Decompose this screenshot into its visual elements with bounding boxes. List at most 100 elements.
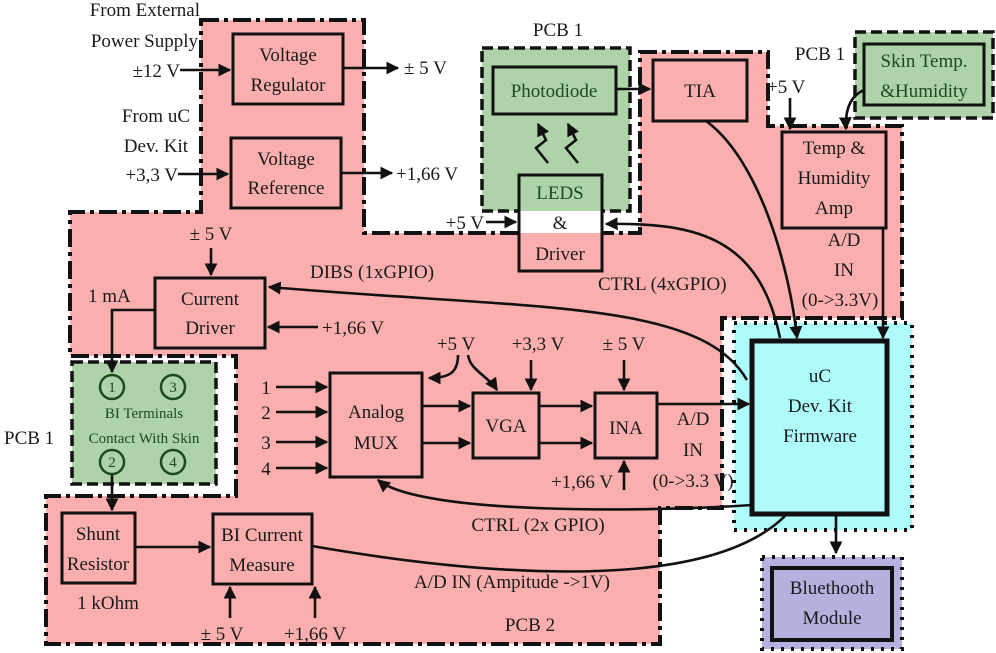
wire-tia-to-uc xyxy=(705,119,803,340)
mux-input-2-label: 2 xyxy=(261,403,271,424)
vga-label: VGA xyxy=(485,416,526,437)
ext-supply-label-1: From External xyxy=(90,0,200,21)
current-driver-block xyxy=(153,276,267,350)
pcb1-skin-label: PCB 1 xyxy=(795,44,845,65)
bi-current-measure-block xyxy=(211,512,314,586)
vga-supply-label: +3,3 V xyxy=(512,334,565,355)
voltage-regulator-block xyxy=(231,32,345,106)
bi-terminals-line1: BI Terminals xyxy=(105,406,183,422)
light-ray-1 xyxy=(534,122,550,164)
wire-ctrl4-to-leds xyxy=(604,217,782,339)
wires xyxy=(105,61,890,618)
ext-supply-label-2: Power Supply xyxy=(91,31,199,52)
mux-input-4-label: 4 xyxy=(261,459,271,480)
skin-sensor-line1: Skin Temp. xyxy=(881,51,968,72)
wire-vga-supply-5v xyxy=(466,354,499,392)
terminal-1-circle xyxy=(98,373,126,401)
current-driver-line1: Current xyxy=(181,289,240,310)
terminal-3-circle xyxy=(159,373,187,401)
bluetooth-block xyxy=(770,566,894,642)
temp-amp-line1: Temp & xyxy=(803,138,866,159)
ina-label: INA xyxy=(609,418,643,439)
leds-supply-label: +5 V xyxy=(446,213,485,234)
wire-dibs-to-driver xyxy=(267,281,749,381)
pcb2-label: PCB 2 xyxy=(505,615,555,636)
bi-supply-label: ± 5 V xyxy=(201,624,244,645)
ctrl2-label: CTRL (2x GPIO) xyxy=(471,515,604,536)
pcb1-terminal-region xyxy=(70,360,218,486)
terminal-2-circle xyxy=(98,448,126,476)
uc-line1: uC xyxy=(809,366,831,387)
leds-fill xyxy=(519,175,602,211)
analog-mux-line2: MUX xyxy=(354,433,399,454)
leds-driver-white-gap xyxy=(519,211,602,233)
driver-ref-label: +1,66 V xyxy=(322,318,384,339)
wire-mux-supply xyxy=(427,354,460,385)
reference-output-label: +1,66 V xyxy=(396,164,458,185)
pcb1-optical-label: PCB 1 xyxy=(533,20,583,41)
uc-block xyxy=(749,338,890,517)
voltage-regulator-line2: Regulator xyxy=(251,75,327,96)
shunt-line2: Resistor xyxy=(67,554,130,575)
wire-measure-to-uc xyxy=(311,515,786,573)
uc-line2: Dev. Kit xyxy=(788,396,853,417)
shunt-line1: Shunt xyxy=(76,524,121,545)
analog-mux-line1: Analog xyxy=(348,402,404,423)
mux-input-1-label: 1 xyxy=(261,378,271,399)
skin-sensor-block xyxy=(862,42,986,107)
analog-mux-block xyxy=(328,371,424,479)
temp-ad-line2: IN xyxy=(834,260,854,281)
terminal-circles xyxy=(98,373,187,476)
uc-region-border xyxy=(732,321,914,532)
leds-label: LEDS xyxy=(536,183,584,204)
driver-current-label: 1 mA xyxy=(88,286,131,307)
voltage-reference-block xyxy=(229,136,343,210)
skin-sensor-line2: &Humidity xyxy=(880,81,968,102)
ina-block xyxy=(593,391,659,460)
current-driver-line2: Driver xyxy=(185,318,235,339)
ina-ad-line1: A/D xyxy=(677,409,710,430)
temp-ad-line3: (0->3.3V) xyxy=(802,290,879,311)
regulator-output-label: ± 5 V xyxy=(404,58,447,79)
driver-label: Driver xyxy=(535,244,585,265)
shunt-value-label: 1 kOhm xyxy=(77,593,139,614)
bluetooth-region-border xyxy=(760,555,904,651)
wire-ctrl2-to-mux xyxy=(376,478,753,511)
pcb1-skin-border xyxy=(853,30,995,120)
pcb1-terminal-border xyxy=(70,360,218,486)
terminal-3-label: 3 xyxy=(169,380,177,396)
wire-skin-to-amp xyxy=(838,88,865,131)
terminal-2-label: 2 xyxy=(108,455,116,471)
driver-supply-label: ± 5 V xyxy=(190,224,233,245)
temp-ad-line1: A/D xyxy=(828,230,861,251)
uc-supply-voltage: +3,3 V xyxy=(125,165,178,186)
ampersand-label: & xyxy=(553,213,568,234)
bi-terminals-line2: Contact With Skin xyxy=(89,431,200,447)
temp-amp-line2: Humidity xyxy=(798,168,871,189)
voltage-reference-line2: Reference xyxy=(248,178,325,199)
bluetooth-line2: Module xyxy=(802,608,861,629)
ina-ref-label: +1,66 V xyxy=(551,472,613,493)
ina-ad-line2: IN xyxy=(683,440,703,461)
bluetooth-line1: Bluethooth xyxy=(790,578,875,599)
ext-supply-voltage: ±12 V xyxy=(132,61,180,82)
photodiode-label: Photodiode xyxy=(511,81,598,102)
labels: From External Power Supply ±12 V From uC… xyxy=(4,0,968,645)
bi-ad-label: A/D IN (Ampitude ->1V) xyxy=(414,572,610,593)
ina-ad-line3: (0->3.3 V) xyxy=(652,471,733,492)
uc-supply-label-1: From uC xyxy=(122,106,190,127)
temp-supply-label: +5 V xyxy=(767,77,806,98)
terminal-4-label: 4 xyxy=(169,455,177,471)
terminal-1-label: 1 xyxy=(108,380,116,396)
bi-measure-line2: Measure xyxy=(229,555,294,576)
photodiode-block xyxy=(491,65,618,116)
shunt-resistor-block xyxy=(60,511,137,585)
tia-label: TIA xyxy=(684,81,716,102)
mux-vga-supply-label: +5 V xyxy=(437,334,476,355)
tia-block xyxy=(651,58,749,123)
wire-driver-to-terminal xyxy=(105,308,155,374)
pcb1-terminal-label: PCB 1 xyxy=(4,428,54,449)
vga-block xyxy=(471,391,541,460)
dibs-label: DIBS (1xGPIO) xyxy=(310,262,434,283)
